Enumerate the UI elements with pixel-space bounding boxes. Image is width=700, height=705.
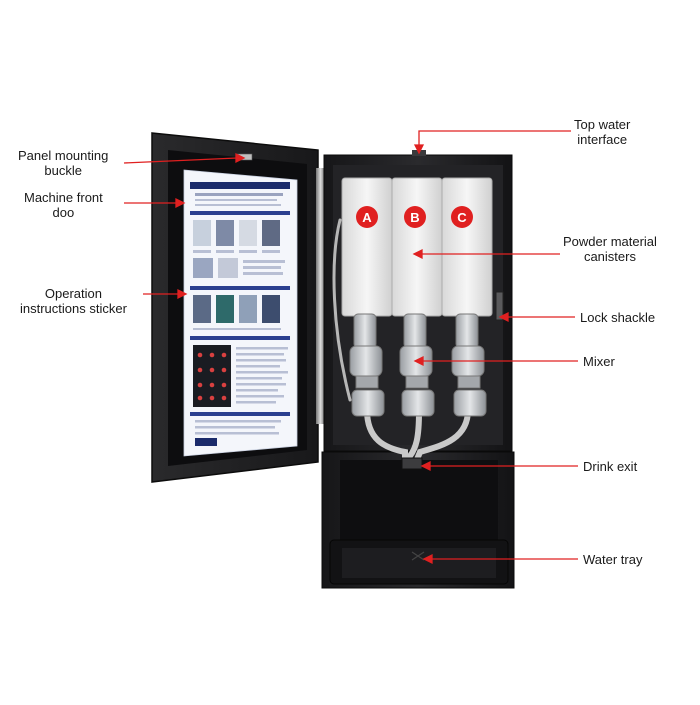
drink-exit [401,457,423,470]
label-panel-mounting-buckle-line1: Panel mounting [18,148,109,163]
label-water-tray: Water tray [583,552,643,567]
canister-b: B [391,177,443,317]
label-panel-mounting-buckle-line2: buckle [44,163,82,178]
label-top-water-interface: Top water interface [574,117,630,147]
canister-label-a [356,206,378,228]
powder-material-canisters: A B C [341,177,493,317]
label-machine-front-door-line2: doo [52,205,75,220]
canister-label-b [404,206,426,228]
canister-c: C [441,177,493,317]
lock-shackle [495,291,504,321]
mixer-b [399,313,435,417]
label-top-water-interface-line2: interface [577,132,628,147]
label-powder-material-canisters: Powder material canisters [563,234,657,264]
canister-label-c [451,206,473,228]
label-panel-mounting-buckle: Panel mounting buckle [18,148,108,178]
label-mixer: Mixer [583,354,615,369]
operation-instructions-sticker [183,169,298,457]
label-operation-instructions-sticker: Operation instructions sticker [20,286,127,316]
mixer-a [349,313,385,417]
canister-letter-a: A [362,210,372,225]
water-tray [329,539,509,585]
label-drink-exit: Drink exit [583,459,638,474]
canister-a: A [341,177,393,317]
door-hinge [316,168,325,424]
callout-arrows [123,130,578,565]
canister-letter-b: B [410,210,419,225]
label-powder-material-canisters-line1: Powder material [563,234,657,249]
label-powder-material-canisters-line2: canisters [583,249,636,264]
label-lock-shackle: Lock shackle [580,310,656,325]
label-machine-front-door-line1: Machine front [24,190,103,205]
label-operation-instructions-sticker-line1: Operation [44,286,102,301]
canister-letter-c: C [457,210,467,225]
mixers [349,313,487,417]
label-operation-instructions-sticker-line2: instructions sticker [20,301,127,316]
label-top-water-interface-line1: Top water [574,117,631,132]
label-machine-front-door: Machine front doo [24,190,103,220]
drink-tubes [332,218,471,465]
